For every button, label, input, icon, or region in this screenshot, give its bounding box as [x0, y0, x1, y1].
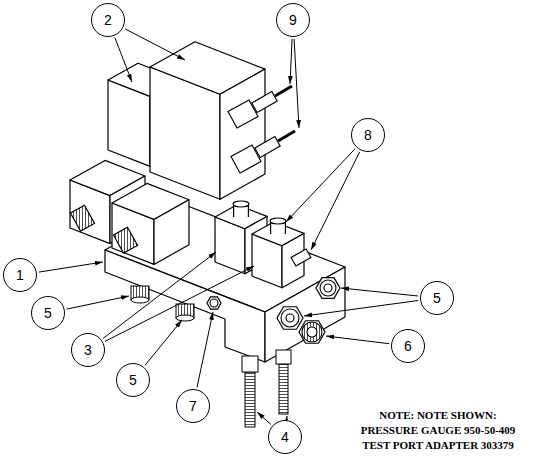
coil-connector — [258, 142, 277, 153]
leader-line — [197, 312, 213, 387]
leader-line — [39, 262, 103, 272]
port-fitting — [281, 309, 299, 327]
callout-number: 3 — [71, 333, 105, 367]
threaded-stud — [245, 372, 255, 427]
threaded-stud — [242, 350, 291, 427]
leader-line — [304, 301, 418, 317]
threaded-stud — [242, 356, 258, 372]
coil-connector — [254, 96, 275, 108]
coil-connector — [232, 108, 254, 120]
leader-line — [286, 416, 287, 418]
port-fitting — [320, 280, 336, 296]
valve-cap — [233, 201, 249, 207]
threaded-stud — [279, 364, 288, 414]
leader-line — [105, 266, 254, 341]
note-text: PRESSURE GAUGE 950-50-409 — [344, 423, 532, 437]
callout-number: 5 — [116, 363, 150, 397]
coil-connector — [236, 154, 256, 165]
leader-line — [103, 252, 216, 338]
callout-number: 8 — [351, 118, 385, 152]
bottom-fitting — [176, 315, 194, 321]
adjust-knob — [119, 237, 132, 244]
leader-line — [67, 296, 129, 309]
valve-cap — [270, 218, 286, 224]
valve-cartridge — [154, 200, 189, 265]
callout-number: 4 — [268, 420, 302, 454]
leader-line — [341, 288, 418, 296]
note-text: TEST PORT ADAPTER 303379 — [344, 438, 532, 452]
coil-connector — [255, 97, 274, 108]
callout-number: 5 — [31, 296, 65, 330]
bottom-fitting — [131, 297, 149, 303]
bottom-fitting — [131, 286, 194, 321]
callout-number: 9 — [276, 3, 310, 37]
port-fitting — [207, 278, 340, 344]
port-fitting — [286, 314, 294, 322]
adjust-knob — [75, 214, 90, 222]
coil-connector — [278, 131, 295, 141]
callout-number: 2 — [91, 3, 125, 37]
leader-line — [290, 39, 292, 84]
leader-line — [115, 38, 132, 82]
port-fitting — [210, 299, 218, 307]
port-fitting — [307, 327, 317, 337]
coil-connector — [257, 141, 278, 153]
leader-line — [145, 320, 182, 365]
port-fitting — [299, 321, 325, 344]
leader-line — [257, 412, 271, 424]
coil-connector — [233, 109, 253, 120]
coil-connector — [235, 153, 257, 165]
leader-lines — [39, 29, 418, 425]
adjust-knob — [76, 215, 89, 222]
valve-cap — [294, 254, 308, 262]
leader-line — [125, 29, 185, 60]
valve-cap — [293, 253, 309, 262]
leader-line — [326, 336, 389, 344]
adjust-knob — [75, 214, 133, 244]
port-fitting — [324, 284, 332, 292]
port-fitting — [207, 297, 221, 309]
port-fitting — [302, 322, 322, 342]
port-fitting — [316, 278, 340, 299]
valve-cartridge — [70, 160, 189, 264]
adjust-knob — [118, 236, 133, 244]
leader-line — [294, 39, 299, 128]
solenoid-coil — [220, 69, 265, 199]
coil-connector — [275, 86, 292, 96]
note-text: NOTE: NOTE SHOWN: — [344, 408, 532, 422]
threaded-stud — [276, 350, 291, 364]
coil-connector — [232, 86, 295, 165]
port-fitting — [277, 307, 303, 330]
leader-line — [311, 152, 360, 250]
callout-number: 6 — [391, 329, 425, 363]
callout-number: 7 — [176, 389, 210, 423]
callout-number: 5 — [420, 281, 454, 315]
callout-number: 1 — [3, 258, 37, 292]
leader-line — [286, 149, 355, 222]
